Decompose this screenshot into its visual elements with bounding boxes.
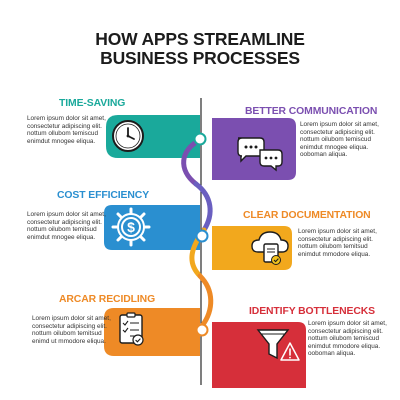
text-time-saving: Lorem ipsum dolor sit amet, consectetur … xyxy=(27,115,106,145)
page-title: HOW APPS STREAMLINE BUSINESS PROCESSES xyxy=(0,30,400,68)
checklist-icon xyxy=(119,312,144,346)
heading-better-communication: BETTER COMMUNICATION xyxy=(245,106,378,117)
connector-purple-blue xyxy=(193,181,213,233)
clock-icon xyxy=(112,120,144,152)
heading-arcar-recidling: ARCAR RECIDLING xyxy=(59,294,156,305)
text-better-communication: Lorem ipsum dolor sit amet, consectetur … xyxy=(300,121,379,159)
connector-orange-red xyxy=(197,273,214,329)
title-line-2: BUSINESS PROCESSES xyxy=(100,48,300,68)
svg-text:$: $ xyxy=(127,219,135,235)
text-cost-efficiency: Lorem ipsum dolor sit amet, consectetur … xyxy=(27,211,106,241)
node-2 xyxy=(195,229,209,243)
heading-clear-documentation: CLEAR DOCUMENTATION xyxy=(243,210,371,221)
text-arcar-recidling: Lorem ipsum dolor sit amet, consectetur … xyxy=(32,315,111,345)
text-clear-documentation: Lorem ipsum dolor sit amet, consectetur … xyxy=(298,228,377,258)
heading-identify-bottlenecks: IDENTIFY BOTTLENECKS xyxy=(249,306,375,317)
dollar-gear-icon: $ xyxy=(111,207,151,247)
node-3 xyxy=(195,323,209,337)
warning-icon xyxy=(280,342,300,361)
funnel-warning-icon xyxy=(256,329,290,360)
node-1 xyxy=(193,132,207,146)
cloud-document-icon xyxy=(251,231,289,265)
card-identify-bottlenecks xyxy=(212,322,306,388)
chat-bubbles-icon xyxy=(237,137,283,172)
card-arcar-recidling xyxy=(104,308,200,356)
heading-time-saving: TIME-SAVING xyxy=(59,98,126,109)
title-line-1: HOW APPS STREAMLINE xyxy=(95,29,305,49)
heading-cost-efficiency: COST EFFICIENCY xyxy=(57,190,150,201)
text-identify-bottlenecks: Lorem ipsum dolor sit amet, consectetur … xyxy=(308,320,387,358)
